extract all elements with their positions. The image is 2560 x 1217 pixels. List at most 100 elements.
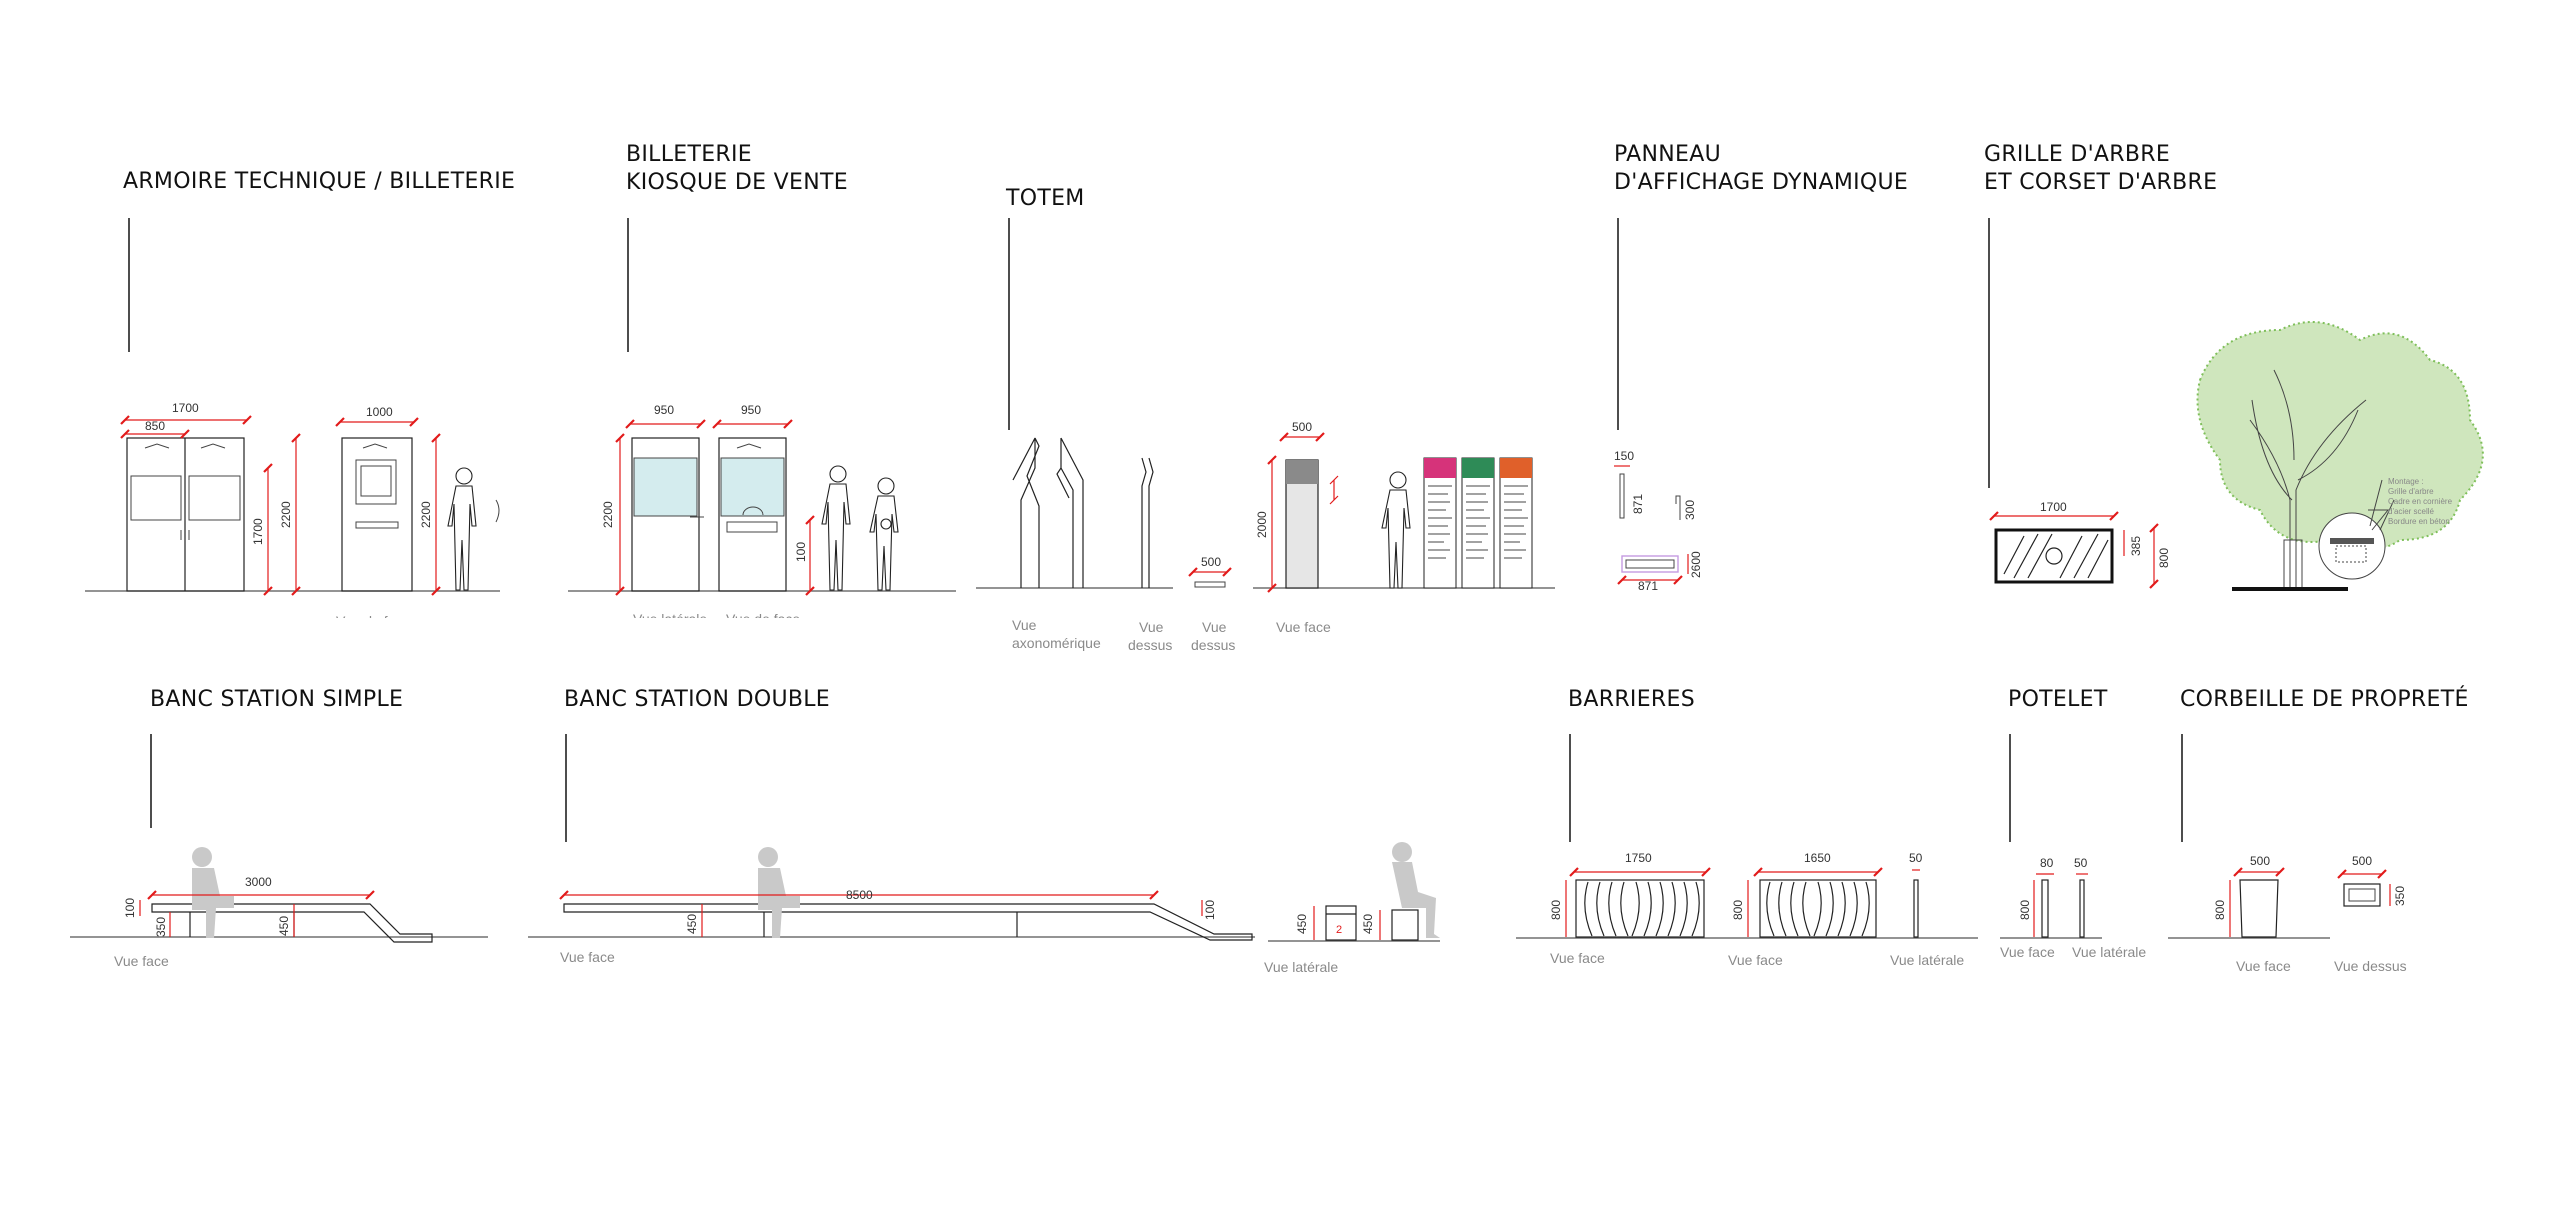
panneau-bracket bbox=[1675, 495, 1681, 520]
bench-simple-silhouette bbox=[192, 847, 234, 938]
grille-dim-h-small: 385 bbox=[2129, 536, 2143, 556]
armoire-caption-crop bbox=[330, 618, 450, 630]
grille-legend-2: Cadre en cornière bbox=[2388, 497, 2453, 506]
panneau-dim-w-top: 150 bbox=[1614, 449, 1634, 463]
grille-dim-h: 800 bbox=[2157, 548, 2171, 568]
banc-simple-caption: Vue face bbox=[114, 953, 169, 969]
billeterie-dim-h-small: 100 bbox=[794, 542, 808, 562]
barrieres-dim-h-b: 800 bbox=[1731, 900, 1745, 920]
grille-legend-4: Bordure en béton bbox=[2388, 517, 2450, 526]
corbeille-dim-w-a: 500 bbox=[2250, 854, 2270, 868]
totem-caption-dessus-a-2: dessus bbox=[1128, 637, 1172, 653]
banc-double-dim-h-right: 100 bbox=[1203, 900, 1217, 920]
banc-simple-dim-h-mid: 450 bbox=[277, 916, 291, 936]
barrier-side bbox=[1913, 879, 1919, 938]
tree-elevation bbox=[2196, 321, 2484, 591]
banc-double-caption-face: Vue face bbox=[560, 949, 615, 965]
totem-top-view-a bbox=[1141, 457, 1154, 588]
section-armoire: ARMOIRE TECHNIQUE / BILLETERIE 1700 850 … bbox=[85, 169, 515, 630]
barrieres-dim-w-c: 50 bbox=[1909, 851, 1923, 865]
banc-double-title: BANC STATION DOUBLE bbox=[564, 687, 830, 712]
totem-person bbox=[1381, 471, 1411, 589]
bench-double bbox=[563, 903, 1253, 941]
corbeille-dim-h-b: 350 bbox=[2393, 886, 2407, 906]
billeterie-person-b bbox=[869, 477, 899, 591]
corbeille-title: CORBEILLE DE PROPRETÉ bbox=[2180, 686, 2469, 712]
totem-panel-pink bbox=[1423, 457, 1457, 589]
panneau-title-1: PANNEAU bbox=[1614, 142, 1721, 167]
tree-grate-plan bbox=[1994, 528, 2114, 584]
bin-face bbox=[2239, 879, 2279, 938]
potelet-dim-w-b: 50 bbox=[2074, 856, 2088, 870]
section-grille: GRILLE D'ARBRE ET CORSET D'ARBRE 1700 38… bbox=[1984, 142, 2484, 591]
banc-simple-dim-h-left: 350 bbox=[154, 917, 168, 937]
banc-simple-title: BANC STATION SIMPLE bbox=[150, 687, 403, 712]
barrieres-dim-h-a: 800 bbox=[1549, 900, 1563, 920]
totem-axonometric bbox=[1012, 437, 1084, 588]
totem-panel-green bbox=[1461, 457, 1495, 589]
billeterie-title-1: BILLETERIE bbox=[626, 142, 752, 167]
corbeille-dim-w-b: 500 bbox=[2352, 854, 2372, 868]
armoire-title: ARMOIRE TECHNIQUE / BILLETERIE bbox=[123, 169, 515, 194]
barrieres-caption-a: Vue face bbox=[1550, 950, 1605, 966]
potelet-title: POTELET bbox=[2008, 687, 2108, 712]
section-barrieres: BARRIERES 1750 800 1650 800 50 Vue face … bbox=[1516, 687, 1978, 968]
armoire-single-cabinet bbox=[341, 437, 413, 592]
section-banc-simple: BANC STATION SIMPLE 3000 100 350 450 Vue… bbox=[70, 687, 488, 969]
grille-legend-1: Grille d'arbre bbox=[2388, 487, 2434, 496]
section-totem: TOTEM 500 500 2000 bbox=[976, 186, 1555, 653]
bollard-face bbox=[2041, 879, 2049, 938]
bench-side-silhouette bbox=[1392, 842, 1440, 938]
potelet-dim-h-a: 800 bbox=[2018, 900, 2032, 920]
panneau-dim-h-small: 300 bbox=[1683, 500, 1697, 520]
kiosk-front-view bbox=[718, 437, 787, 592]
barrieres-dim-w-a: 1750 bbox=[1625, 851, 1652, 865]
panneau-dim-h-side: 871 bbox=[1631, 494, 1645, 514]
totem-caption-dessus-b-1: Vue bbox=[1202, 619, 1227, 635]
panneau-dim-h-bottom: 2600 bbox=[1689, 551, 1703, 578]
armoire-person-edge bbox=[495, 499, 500, 523]
bench-double-silhouette bbox=[758, 847, 800, 938]
totem-caption-axo-1: Vue bbox=[1012, 617, 1037, 633]
potelet-caption-a: Vue face bbox=[2000, 944, 2055, 960]
billeterie-title-2: KIOSQUE DE VENTE bbox=[626, 170, 848, 195]
panneau-side-view bbox=[1619, 473, 1625, 519]
panneau-top-view bbox=[1621, 555, 1679, 573]
corbeille-dim-h-a: 800 bbox=[2213, 900, 2227, 920]
totem-top-view-b: 500 bbox=[1188, 555, 1232, 588]
barrieres-caption-c: Vue latérale bbox=[1890, 952, 1964, 968]
billeterie-dim-w-right: 950 bbox=[741, 403, 761, 417]
banc-double-mark: 2 bbox=[1336, 924, 1342, 936]
barrier-a bbox=[1575, 879, 1705, 938]
billeterie-dim-h: 2200 bbox=[601, 501, 615, 528]
banc-double-caption-side: Vue latérale bbox=[1264, 959, 1338, 975]
corbeille-caption-b: Vue dessus bbox=[2334, 958, 2407, 974]
barrier-b bbox=[1759, 879, 1877, 938]
banc-double-dim-h-side-a: 450 bbox=[1295, 914, 1309, 934]
barrieres-caption-b: Vue face bbox=[1728, 952, 1783, 968]
totem-dim-w-top: 500 bbox=[1201, 555, 1221, 569]
section-corbeille: CORBEILLE DE PROPRETÉ 500 800 500 350 Vu… bbox=[2168, 686, 2469, 974]
section-banc-double: BANC STATION DOUBLE 8500 450 100 Vue fac… bbox=[528, 687, 1440, 975]
panneau-dim-w-bottom: 871 bbox=[1638, 579, 1658, 593]
armoire-dim-w-half: 850 bbox=[145, 419, 165, 433]
banc-double-dim-h-side-b: 450 bbox=[1361, 914, 1375, 934]
barrieres-dim-w-b: 1650 bbox=[1804, 851, 1831, 865]
totem-caption-axo-2: axonomérique bbox=[1012, 635, 1101, 651]
totem-dim-w-face: 500 bbox=[1292, 420, 1312, 434]
armoire-dim-h-single: 2200 bbox=[419, 501, 433, 528]
armoire-double-cabinet bbox=[126, 437, 245, 592]
totem-caption-dessus-a-1: Vue bbox=[1139, 619, 1164, 635]
corbeille-caption-a: Vue face bbox=[2236, 958, 2291, 974]
barrieres-title: BARRIERES bbox=[1568, 687, 1695, 712]
grille-title-2: ET CORSET D'ARBRE bbox=[1984, 170, 2217, 195]
potelet-dim-w-a: 80 bbox=[2040, 856, 2054, 870]
kiosk-side-view bbox=[631, 437, 704, 592]
section-potelet: POTELET 80 50 800 Vue face Vue latérale bbox=[2000, 687, 2146, 960]
armoire-dim-w-single: 1000 bbox=[366, 405, 393, 419]
totem-dim-h-face: 2000 bbox=[1255, 511, 1269, 538]
totem-caption-face: Vue face bbox=[1276, 619, 1331, 635]
section-panneau: PANNEAU D'AFFICHAGE DYNAMIQUE 150 871 30… bbox=[1614, 142, 1908, 593]
billeterie-person-a bbox=[821, 465, 851, 591]
